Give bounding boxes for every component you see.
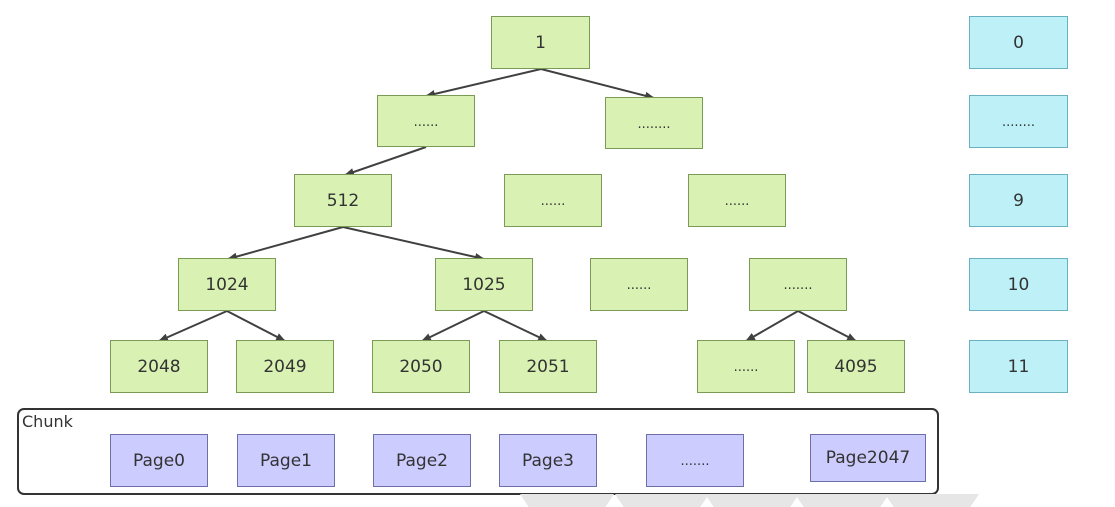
page-box: Page3 [499,434,597,487]
depth-label: 11 [969,340,1068,393]
edge-1-to-left [425,68,542,98]
edge-dots-to-left [745,310,799,342]
tree-node: ...... [590,258,688,311]
tree-node: 1 [491,16,590,69]
edge-512-to-1024 [227,226,344,261]
tree-node: 2049 [236,340,334,393]
watermark-shape [885,494,979,507]
edge-left-to-512 [344,146,427,176]
tree-node: ...... [688,174,786,227]
tree-node: 2051 [499,340,597,393]
tree-node: 2050 [372,340,470,393]
edge-1-to-right [540,68,655,100]
tree-node: 1025 [435,258,533,311]
page-box: ....... [646,434,744,487]
tree-node: 1024 [178,258,276,311]
tree-node: ...... [504,174,602,227]
page-box: Page0 [110,434,208,487]
edge-1025-to-2051 [483,310,548,342]
edge-1024-to-2048 [158,310,228,342]
watermark-shape [520,494,614,507]
page-box: Page2047 [810,434,926,482]
tree-node: ...... [697,340,795,393]
chunk-label: Chunk [22,412,73,431]
watermark-shape [795,494,889,507]
depth-label: 0 [969,16,1068,69]
depth-label: 10 [969,258,1068,311]
edge-dots-to-4095 [797,310,857,342]
tree-node: ........ [605,97,703,149]
tree-node: 4095 [807,340,905,393]
tree-node: ....... [749,258,847,311]
edge-1025-to-2050 [421,310,485,342]
edge-1024-to-2049 [226,310,286,342]
watermark-shape [705,494,799,507]
depth-label: 9 [969,174,1068,227]
depth-label: ........ [969,95,1068,148]
tree-node: 2048 [110,340,208,393]
tree-node: ...... [377,95,475,147]
page-box: Page2 [373,434,471,487]
page-box: Page1 [237,434,335,487]
edge-512-to-1025 [342,226,485,261]
watermark-shape [615,494,709,507]
tree-node: 512 [294,174,392,227]
